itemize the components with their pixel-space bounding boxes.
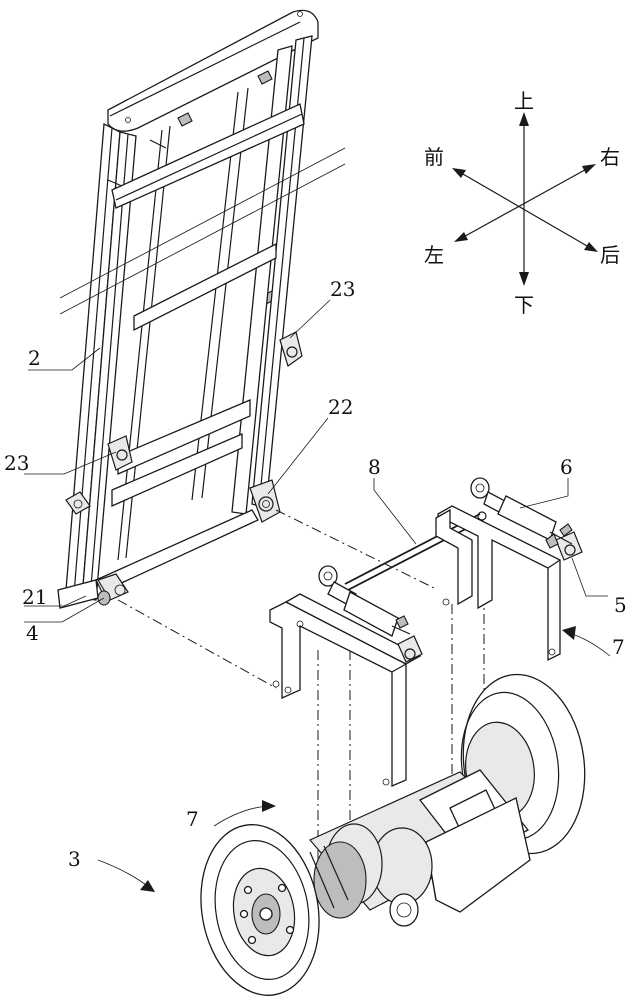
bracket-left [270,566,422,786]
compass-left-label: 左 [424,243,444,267]
compass-down-label: 下 [514,293,534,317]
label-part-22: 22 [328,395,353,419]
label-part-5: 5 [614,593,627,617]
label-part-2: 2 [28,346,41,370]
label-part-3: 3 [68,847,81,871]
label-part-21: 21 [22,585,47,609]
frame-assembly [58,10,345,608]
label-part-7-right: 7 [612,635,625,659]
compass-up-label: 上 [514,89,534,113]
compass-right-label: 右 [600,145,620,169]
bracket-right [436,506,582,660]
label-part-23-upper: 23 [330,277,355,301]
label-part-4: 4 [26,621,39,645]
label-part-6: 6 [560,455,573,479]
compass-back-label: 后 [600,243,620,267]
compass-front-label: 前 [424,145,444,169]
direction-compass: 上 下 前 后 左 右 [424,89,620,317]
label-part-7-left: 7 [186,807,199,831]
label-part-8: 8 [368,455,381,479]
label-part-23-left: 23 [4,451,29,475]
